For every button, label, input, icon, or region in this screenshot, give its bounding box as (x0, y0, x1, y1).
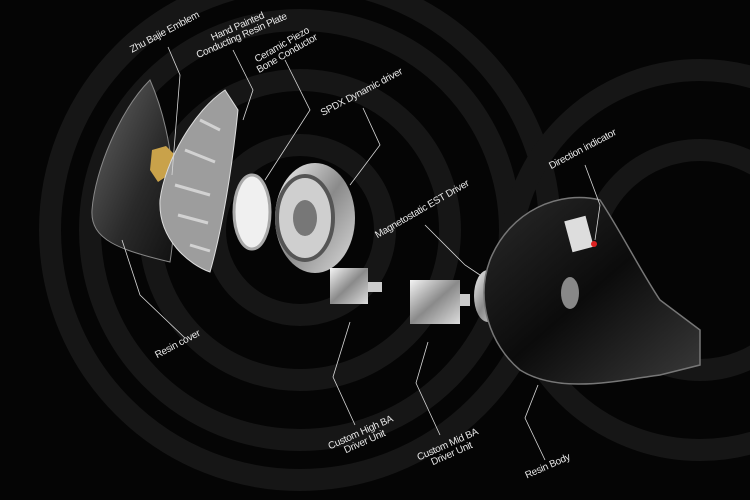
resin-plate-pattern (174, 118, 221, 253)
connector (564, 215, 594, 253)
vent-grille (561, 277, 579, 309)
direction-indicator-dot (591, 241, 597, 247)
callout-lines (121, 46, 601, 461)
resin-body (483, 196, 701, 385)
mid-ba-driver (410, 280, 470, 324)
resin-plate (159, 89, 239, 273)
dynamic-driver (275, 163, 355, 273)
high-ba-driver (330, 268, 382, 304)
piezo-disc (232, 173, 272, 251)
